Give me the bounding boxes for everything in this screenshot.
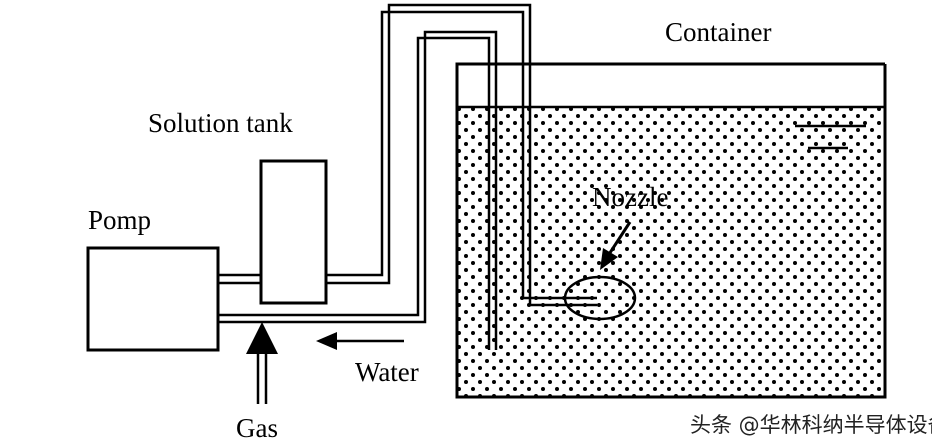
pump-label: Pomp bbox=[88, 205, 151, 235]
nozzle-pointer-arrow bbox=[600, 221, 632, 270]
container-label: Container bbox=[665, 17, 771, 47]
container bbox=[455, 62, 887, 399]
solution-pipe bbox=[218, 3, 597, 307]
pump bbox=[86, 246, 220, 352]
liquid-level-symbol bbox=[795, 124, 866, 150]
water-label: Water bbox=[355, 357, 419, 387]
gas-inlet-arrow bbox=[246, 322, 278, 404]
gas-label: Gas bbox=[236, 413, 278, 443]
solution-tank-label: Solution tank bbox=[148, 108, 293, 138]
water-flow-arrow bbox=[316, 332, 404, 350]
liquid-fill bbox=[457, 107, 885, 397]
nozzle-label: Nozzle bbox=[592, 182, 668, 212]
nozzle-outline bbox=[563, 275, 637, 321]
solution-tank bbox=[259, 159, 328, 305]
water-pipe bbox=[218, 30, 498, 350]
watermark: 头条 @华林科纳半导体设备 bbox=[690, 413, 932, 437]
